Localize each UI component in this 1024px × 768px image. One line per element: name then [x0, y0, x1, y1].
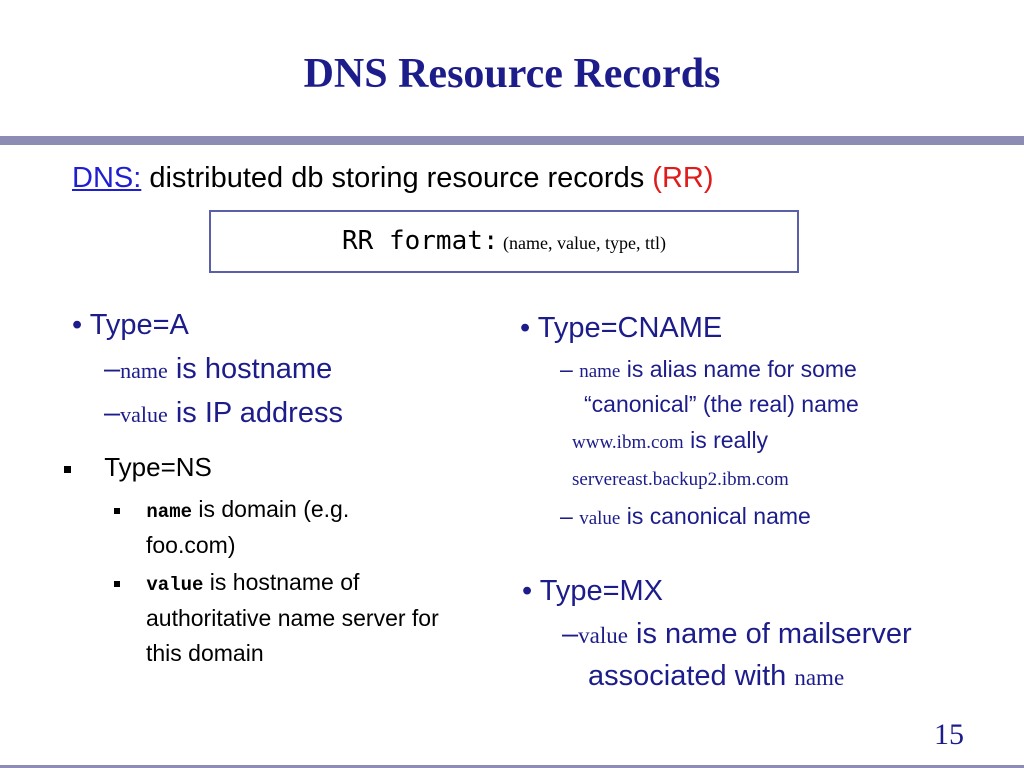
square-bullet: [114, 507, 120, 514]
dash-bullet: –: [560, 503, 573, 529]
rr-format-label: RR format:: [342, 226, 499, 256]
page-number: 15: [934, 718, 964, 751]
type-a-item-value: –value is IP address: [104, 397, 343, 429]
intro-text: distributed db storing resource records: [149, 162, 645, 194]
square-bullet: [64, 465, 71, 473]
dash-bullet: –: [104, 397, 121, 429]
type-ns-item-value: value is hostname of: [114, 569, 359, 596]
type-ns-item-value-cont2: this domain: [146, 640, 264, 666]
type-mx-heading: • Type=MX: [522, 575, 664, 607]
bullet-dot: •: [522, 575, 533, 607]
dash-bullet: –: [562, 618, 579, 650]
type-cname-example-cont: servereast.backup2.ibm.com: [572, 469, 789, 490]
bullet-dot: •: [520, 312, 531, 344]
bullet-dot: •: [72, 309, 83, 341]
type-a-heading: • Type=A: [72, 309, 189, 341]
type-cname-item-value: – value is canonical name: [560, 503, 811, 529]
title-divider: [0, 136, 1024, 145]
dns-label: DNS:: [72, 162, 142, 194]
dash-bullet: –: [560, 356, 573, 382]
dash-bullet: –: [104, 353, 121, 385]
type-mx-item-value: –value is name of mailserver: [562, 618, 912, 650]
type-cname-item-name: – name is alias name for some: [560, 356, 857, 382]
type-ns-item-name-cont: foo.com): [146, 532, 236, 558]
bottom-divider: [0, 765, 1024, 768]
slide-title: DNS Resource Records: [303, 51, 721, 97]
type-ns-heading: Type=NS: [64, 452, 212, 483]
rr-format-args: (name, value, type, ttl): [503, 233, 666, 253]
type-cname-heading: • Type=CNAME: [520, 312, 723, 344]
type-cname-example: www.ibm.com is really: [572, 427, 769, 453]
type-a-item-name: –name is hostname: [104, 353, 333, 385]
intro-line: DNS: distributed db storing resource rec…: [72, 162, 713, 195]
square-bullet: [114, 580, 120, 587]
rr-abbrev: (RR): [652, 162, 714, 194]
type-cname-item-name-cont: “canonical” (the real) name: [584, 391, 859, 417]
type-ns-item-name: name is domain (e.g.: [114, 496, 349, 523]
rr-format-box: RR format: (name, value, type, ttl): [209, 210, 799, 273]
type-ns-item-value-cont: authoritative name server for: [146, 605, 439, 631]
type-mx-item-value-cont: associated with name: [588, 660, 845, 692]
